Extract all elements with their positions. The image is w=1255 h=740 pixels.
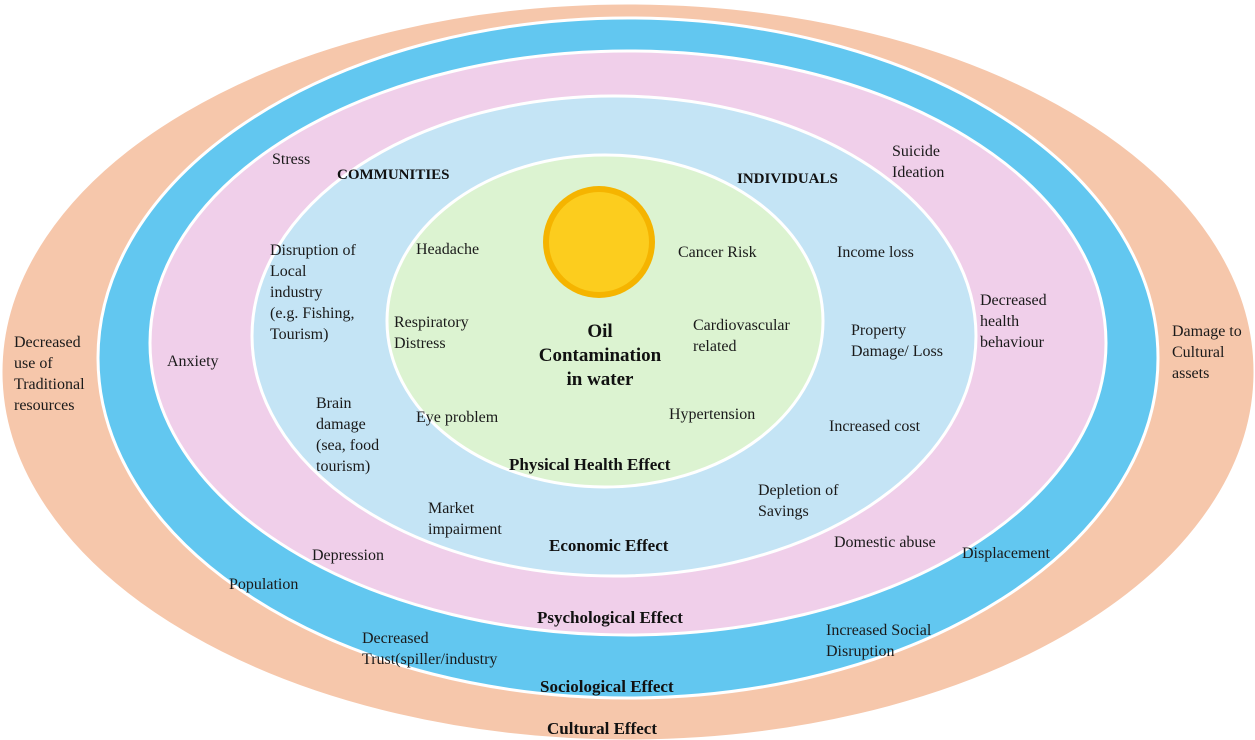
income-loss-label: Income loss <box>837 244 914 261</box>
depletion-savings-label: Depletion of Savings <box>758 482 839 520</box>
increased-social-disruption-label: Increased Social Disruption <box>826 622 932 660</box>
hypertension-label: Hypertension <box>669 406 756 423</box>
economic-effect-title: Economic Effect <box>549 536 669 555</box>
decreased-trust-label: Decreased Trust(spiller/industry <box>362 630 498 668</box>
suicide-ideation-label: Suicide Ideation <box>892 143 945 181</box>
cancer-risk-label: Cancer Risk <box>678 244 757 261</box>
disruption-industry-label: Disruption of Local industry (e.g. Fishi… <box>270 242 356 343</box>
property-damage-label: Property Damage/ Loss <box>851 322 943 360</box>
damage-cultural-assets-label: Damage to Cultural assets <box>1172 323 1242 382</box>
physical-core <box>385 153 825 489</box>
decreased-health-behaviour-label: Decreased health behaviour <box>980 292 1047 351</box>
stress-label: Stress <box>272 151 311 168</box>
communities-heading: COMMUNITIES <box>337 167 450 183</box>
individuals-heading: INDIVIDUALS <box>737 171 838 187</box>
psychological-effect-title: Psychological Effect <box>537 608 683 627</box>
core-label: Oil Contamination in water <box>538 321 662 390</box>
market-impairment-label: Market impairment <box>428 500 502 538</box>
eye-problem-label: Eye problem <box>416 409 499 426</box>
respiratory-distress-label: Respiratory Distress <box>394 314 469 352</box>
depression-label: Depression <box>312 547 384 564</box>
headache-label: Headache <box>416 241 480 258</box>
sociological-effect-title: Sociological Effect <box>540 677 674 696</box>
increased-cost-label: Increased cost <box>829 418 921 435</box>
brain-damage-label: Brain damage (sea, food tourism) <box>316 395 380 475</box>
displacement-label: Displacement <box>962 545 1050 562</box>
population-label: Population <box>229 576 299 593</box>
anxiety-label: Anxiety <box>167 353 219 370</box>
physical-effect-title: Physical Health Effect <box>509 455 671 474</box>
sun-icon <box>543 186 655 298</box>
domestic-abuse-label: Domestic abuse <box>834 534 936 551</box>
cultural-effect-title: Cultural Effect <box>547 719 658 738</box>
cardiovascular-label: Cardiovascular related <box>693 317 790 355</box>
decreased-traditional-resources-label: Decreased use of Traditional resources <box>14 334 85 414</box>
